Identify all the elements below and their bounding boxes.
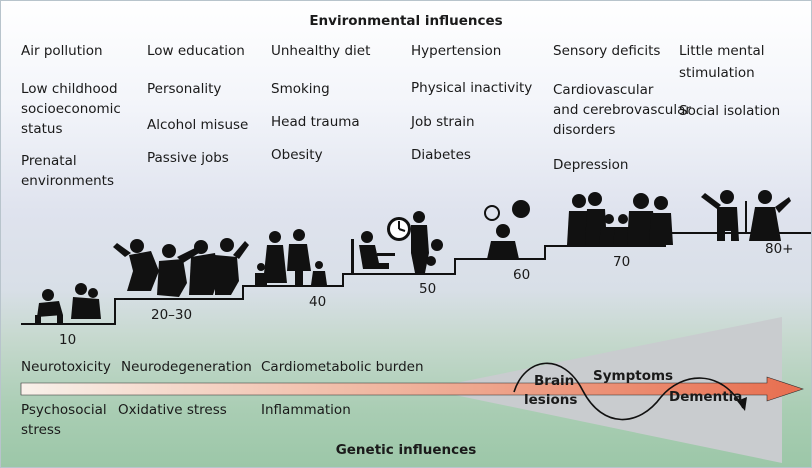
infants-icon: [35, 283, 101, 323]
factor-stimulation: stimulation: [679, 65, 755, 81]
factor-social-isolation: Social isolation: [679, 103, 781, 119]
factor-low-childhood: Low childhood: [21, 81, 118, 97]
genetic-influences-footer: Genetic influences: [335, 442, 477, 458]
mechanism-stress: stress: [21, 422, 61, 438]
environmental-influences-header: Environmental influences: [309, 13, 503, 29]
mechanism-inflammation: Inflammation: [261, 402, 351, 418]
factor-air-pollution: Air pollution: [21, 43, 103, 59]
factor-passive-jobs: Passive jobs: [147, 150, 229, 166]
factor-smoking: Smoking: [271, 81, 330, 97]
age-20-30: 20–30: [151, 307, 193, 323]
curve-arrowhead: [737, 397, 747, 411]
age-70: 70: [613, 254, 631, 270]
family-icon: [255, 229, 327, 285]
age-60: 60: [513, 267, 531, 283]
mechanism-psychosocial: Psychosocial: [21, 402, 107, 418]
older-group-icon: [567, 192, 673, 245]
label-brain: Brain: [534, 373, 575, 389]
factor-cardiovascular: Cardiovascular: [553, 82, 654, 98]
age-50: 50: [419, 281, 437, 297]
mechanism-cardiometabolic-burden: Cardiometabolic burden: [261, 359, 424, 375]
factor-obesity: Obesity: [271, 147, 323, 163]
elderly-couple-icon: [701, 190, 791, 241]
factor-physical-inactivity: Physical inactivity: [411, 80, 533, 96]
label-lesions: lesions: [524, 392, 578, 408]
factor-status: status: [21, 121, 63, 137]
age-80-plus: 80+: [765, 241, 794, 257]
factor-job-strain: Job strain: [411, 114, 475, 130]
factor-hypertension: Hypertension: [411, 43, 502, 59]
mechanism-neurodegeneration: Neurodegeneration: [121, 359, 252, 375]
factor-sensory-deficits: Sensory deficits: [553, 43, 661, 59]
factor-socioeconomic: socioeconomic: [21, 101, 121, 117]
factor-depression: Depression: [553, 157, 629, 173]
factor-environments: environments: [21, 173, 115, 189]
age-staircase: [21, 232, 811, 325]
factor-diabetes: Diabetes: [411, 147, 471, 163]
age-40: 40: [309, 294, 327, 310]
factor-personality: Personality: [147, 81, 222, 97]
factor-prenatal: Prenatal: [21, 153, 77, 169]
mechanism-oxidative-stress: Oxidative stress: [118, 402, 227, 418]
progression-curve: [513, 362, 744, 421]
older-adult-globe-icon: [484, 200, 530, 259]
office-worker-icon: [351, 211, 443, 273]
factor-low-education: Low education: [147, 43, 245, 59]
factor-little-mental: Little mental: [679, 43, 765, 59]
young-adults-icon: [113, 238, 249, 297]
factor-cerebrovascular: and cerebrovascular: [553, 102, 691, 118]
label-symptoms: Symptoms: [593, 368, 674, 384]
age-10: 10: [59, 332, 77, 348]
mechanism-neurotoxicity: Neurotoxicity: [21, 359, 111, 375]
factor-disorders: disorders: [553, 122, 616, 138]
label-dementia: Dementia: [669, 389, 743, 405]
factor-alcohol-misuse: Alcohol misuse: [147, 117, 249, 133]
factor-head-trauma: Head trauma: [271, 114, 360, 130]
life-course-arrow: [20, 376, 804, 402]
factor-unhealthy-diet: Unhealthy diet: [271, 43, 371, 59]
